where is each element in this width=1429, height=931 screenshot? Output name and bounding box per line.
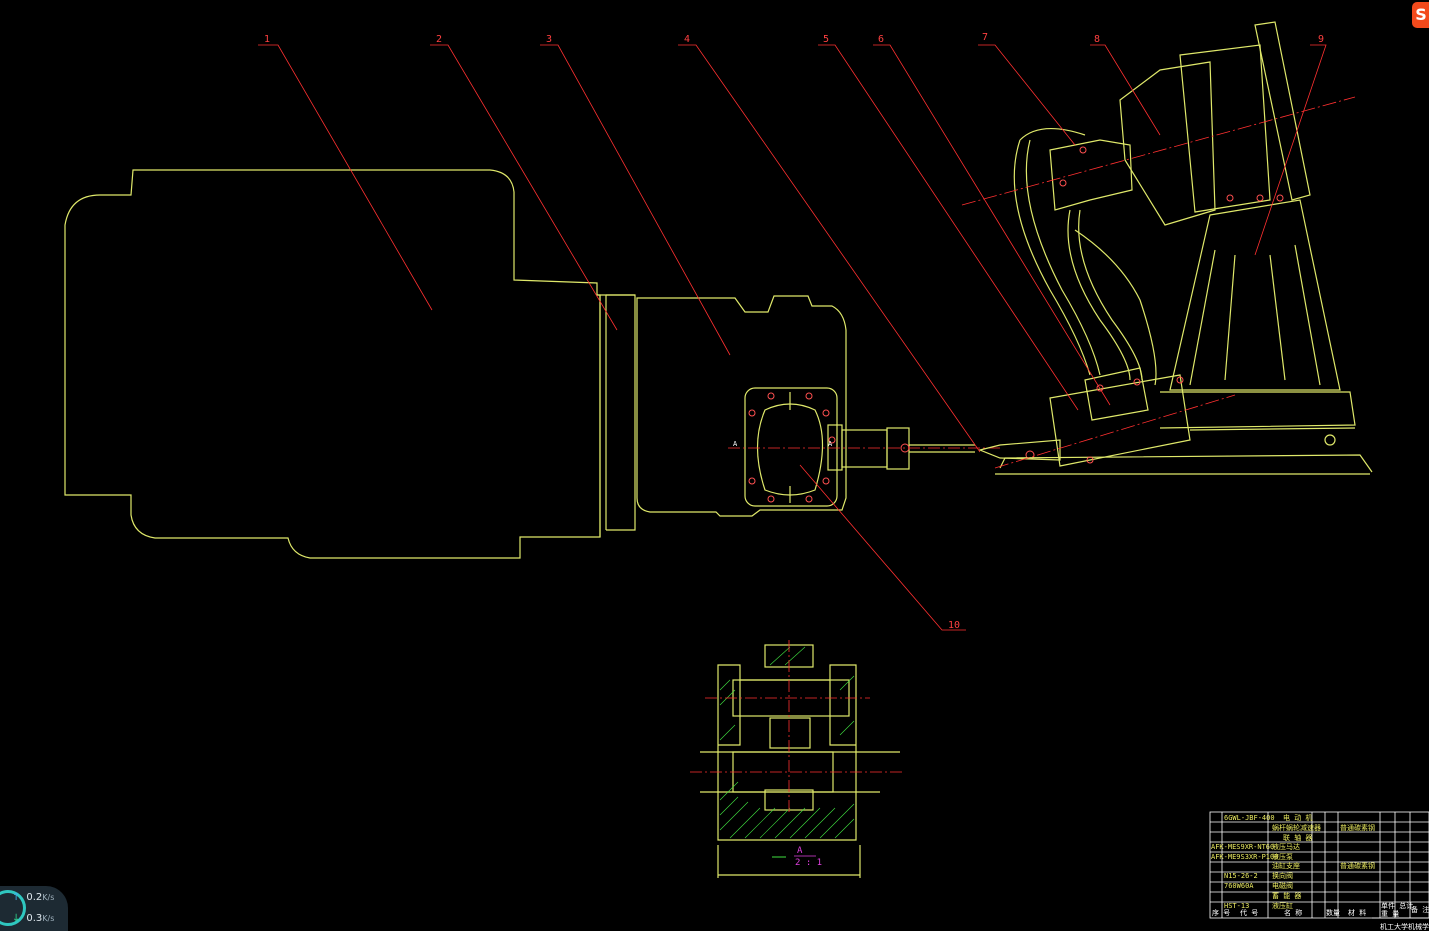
tb-code-8: 760W60A [1224, 882, 1254, 890]
part-label-9: 9 [1318, 34, 1324, 45]
tb-name-4: 液压马达 [1272, 842, 1300, 851]
download-unit: K/s [42, 914, 55, 923]
tb-code-10: HST-13 [1224, 902, 1249, 910]
tb-company: 机工大学机械学院 [1380, 922, 1429, 931]
part-label-1: 1 [264, 34, 270, 45]
leader-lines [258, 44, 1327, 631]
tilt-bolts [1059, 146, 1284, 464]
tb-code-1: 6GWL-JBF-400 [1224, 814, 1275, 822]
tilt-axis-centerline [961, 96, 1356, 206]
download-speed: 0.3 [26, 913, 43, 924]
section-scale: 2 : 1 [795, 858, 822, 868]
tb-name-10: 液压缸 [1272, 901, 1293, 910]
section-label: A [797, 846, 803, 856]
tb-footer-weight-unit: 单件 总计 [1381, 901, 1413, 910]
section-mark-left: A [733, 440, 738, 448]
tb-name-8: 电磁阀 [1272, 881, 1293, 890]
part-label-10: 10 [948, 620, 960, 631]
tb-material-1: 普通碳素钢 [1340, 823, 1375, 832]
tb-name-7: 换向阀 [1272, 871, 1293, 880]
hydraulic-assembly [978, 21, 1373, 475]
title-block-text: 6GWL-JBF-400 电 动 机 蜗杆蜗轮减速器 联 轴 器 AFK-MES… [1211, 813, 1429, 931]
tb-footer-name: 名 称 [1284, 908, 1302, 917]
section-marks: A A [733, 440, 833, 448]
title-block [1209, 811, 1429, 919]
tb-footer-code: 代 号 [1240, 908, 1258, 917]
tb-footer-no: 序 号 [1212, 908, 1230, 917]
base-axis-centerline [994, 394, 1236, 469]
network-speed-widget[interactable]: ↑0.2K/s ↓0.3K/s [0, 886, 68, 931]
section-view [700, 644, 900, 878]
tb-code-7: N15-26-2 [1224, 872, 1258, 880]
download-arrow-icon: ↓ [12, 913, 21, 924]
part-number-labels: 1 2 3 4 5 6 7 8 9 10 [264, 32, 1324, 631]
section-view-caption: A 2 : 1 [772, 846, 822, 868]
tb-name-5: 液压泵 [1272, 852, 1293, 861]
upload-speed: 0.2 [26, 892, 43, 903]
motor-outline [64, 169, 636, 559]
tb-footer-weight: 重 量 [1381, 910, 1399, 918]
tb-footer-qty: 数量 [1326, 908, 1340, 917]
part-label-7: 7 [982, 32, 988, 43]
tb-name-2: 蜗杆蜗轮减速器 [1272, 823, 1321, 832]
tb-footer-material: 材 料 [1348, 908, 1366, 917]
tb-name-9: 蓄 能 器 [1272, 891, 1301, 900]
part-label-2: 2 [436, 34, 442, 45]
upload-unit: K/s [42, 893, 55, 902]
speed-ring-icon [0, 890, 26, 926]
part-label-4: 4 [684, 34, 690, 45]
section-hatching [719, 646, 855, 839]
tb-name-1: 电 动 机 [1283, 813, 1312, 822]
section-mark-right: A [828, 440, 833, 448]
section-centerlines [690, 640, 905, 815]
tb-footer-notes: 备 注 [1411, 905, 1429, 914]
flange-coupling [744, 387, 975, 507]
tb-code-4: AFK-MES9XR-NT60 [1211, 843, 1274, 851]
tb-name-3: 联 轴 器 [1283, 833, 1312, 842]
gearbox-outline [636, 295, 847, 517]
tb-name-6: 油缸支座 [1272, 861, 1300, 870]
sogou-logo-icon[interactable]: S [1412, 2, 1429, 28]
part-label-3: 3 [546, 34, 552, 45]
part-label-5: 5 [823, 34, 829, 45]
part-label-8: 8 [1094, 34, 1100, 45]
tb-material-2: 普通碳素钢 [1340, 861, 1375, 870]
tb-code-5: AFK-ME9S3XR-P100 [1211, 853, 1278, 861]
upload-arrow-icon: ↑ [12, 892, 21, 903]
part-label-6: 6 [878, 34, 884, 45]
